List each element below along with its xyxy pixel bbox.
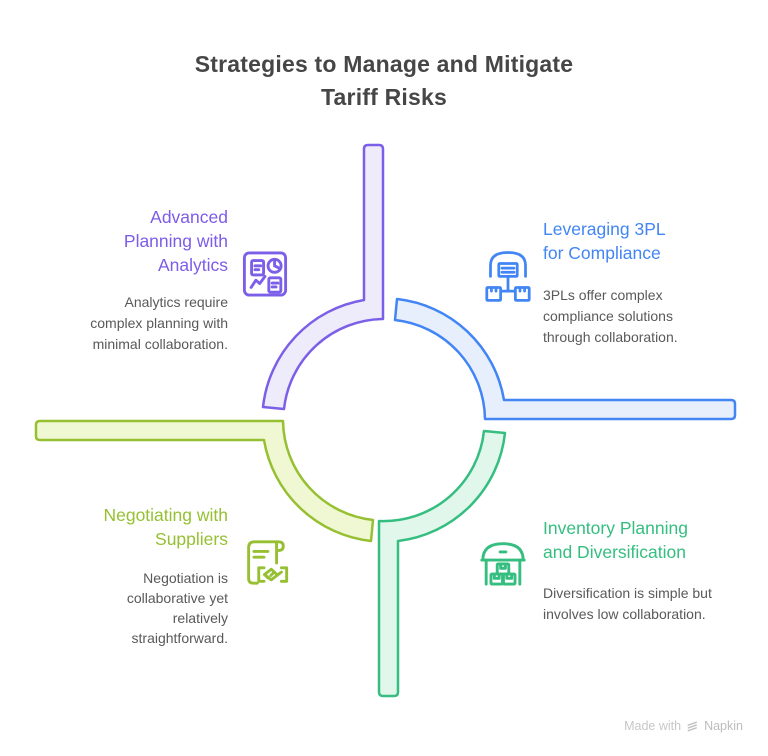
body-line: straightforward. [131,630,228,646]
quadrant-shape-inventory-planning [377,429,507,698]
title-line: and Diversification [543,542,686,562]
section-title-inventory-planning: Inventory Planning and Diversification [543,516,753,564]
3pl-distribution-icon [485,251,531,302]
title-line: Negotiating with [103,505,228,525]
watermark-prefix: Made with [624,719,682,733]
section-body-advanced-planning: Analytics require complex planning with … [18,292,228,355]
made-with-napkin-link[interactable]: Made with Napkin [624,719,743,733]
title-line: Leveraging 3PL [543,219,666,239]
body-line: 3PLs offer complex [543,287,663,303]
quadrant-shape-negotiating-suppliers [34,419,375,543]
title-line: Inventory Planning [543,518,688,538]
quadrant-shape-advanced-planning [261,143,385,411]
body-line: Analytics require [124,294,229,310]
body-line: Diversification is simple but [543,585,712,601]
body-line: compliance solutions [543,308,673,324]
section-title-advanced-planning: Advanced Planning with Analytics [18,205,228,277]
body-line: minimal collaboration. [92,336,228,352]
page-title-line: Tariff Risks [321,84,447,110]
watermark-brand: Napkin [704,719,743,733]
quadrant-shape-leveraging-3pl [393,297,737,421]
page-title-line: Strategies to Manage and Mitigate [194,51,574,77]
page-title: Strategies to Manage and Mitigate Tariff… [0,48,768,114]
contract-handshake-icon [247,540,289,585]
title-line: Planning with [123,231,228,251]
warehouse-inventory-icon [480,542,526,586]
body-line: relatively [172,610,228,626]
body-line: through collaboration. [543,329,678,345]
body-line: collaborative yet [126,590,228,606]
section-title-negotiating-suppliers: Negotiating with Suppliers [18,503,228,551]
body-line: involves low collaboration. [543,606,706,622]
title-line: Suppliers [155,529,228,549]
body-line: Negotiation is [143,570,228,586]
section-body-leveraging-3pl: 3PLs offer complex compliance solutions … [543,285,753,348]
section-title-leveraging-3pl: Leveraging 3PL for Compliance [543,217,753,265]
section-body-inventory-planning: Diversification is simple but involves l… [543,583,753,625]
title-line: for Compliance [543,243,661,263]
analytics-dashboard-icon [242,251,288,297]
body-line: complex planning with [90,315,228,331]
napkin-logo-icon [687,721,698,731]
section-body-negotiating-suppliers: Negotiation is collaborative yet relativ… [18,568,228,648]
title-line: Analytics [157,255,228,275]
title-line: Advanced [150,207,228,227]
